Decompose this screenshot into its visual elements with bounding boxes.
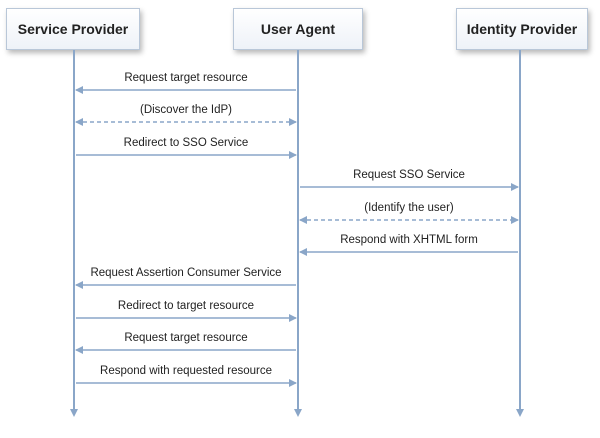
message-label: (Identify the user) bbox=[364, 202, 454, 214]
actor-user-agent: User Agent bbox=[233, 8, 363, 50]
message-label: Redirect to target resource bbox=[117, 300, 255, 312]
message-label: Redirect to SSO Service bbox=[123, 137, 249, 149]
message-label: Respond with requested resource bbox=[100, 365, 272, 377]
actor-identity-provider: Identity Provider bbox=[456, 8, 588, 50]
lifeline-end-arrow-ua bbox=[294, 409, 302, 417]
message-label: (Discover the IdP) bbox=[139, 104, 233, 116]
message-label: Request target resource bbox=[124, 72, 248, 84]
message-label: Request target resource bbox=[124, 332, 248, 344]
message-label: Request Assertion Consumer Service bbox=[90, 267, 282, 279]
lifeline-end-arrow-idp bbox=[516, 409, 524, 417]
message-label: Respond with XHTML form bbox=[340, 234, 478, 246]
actor-service-provider: Service Provider bbox=[6, 8, 140, 50]
message-label: Request SSO Service bbox=[353, 169, 465, 181]
lifeline-end-arrow-sp bbox=[70, 409, 78, 417]
